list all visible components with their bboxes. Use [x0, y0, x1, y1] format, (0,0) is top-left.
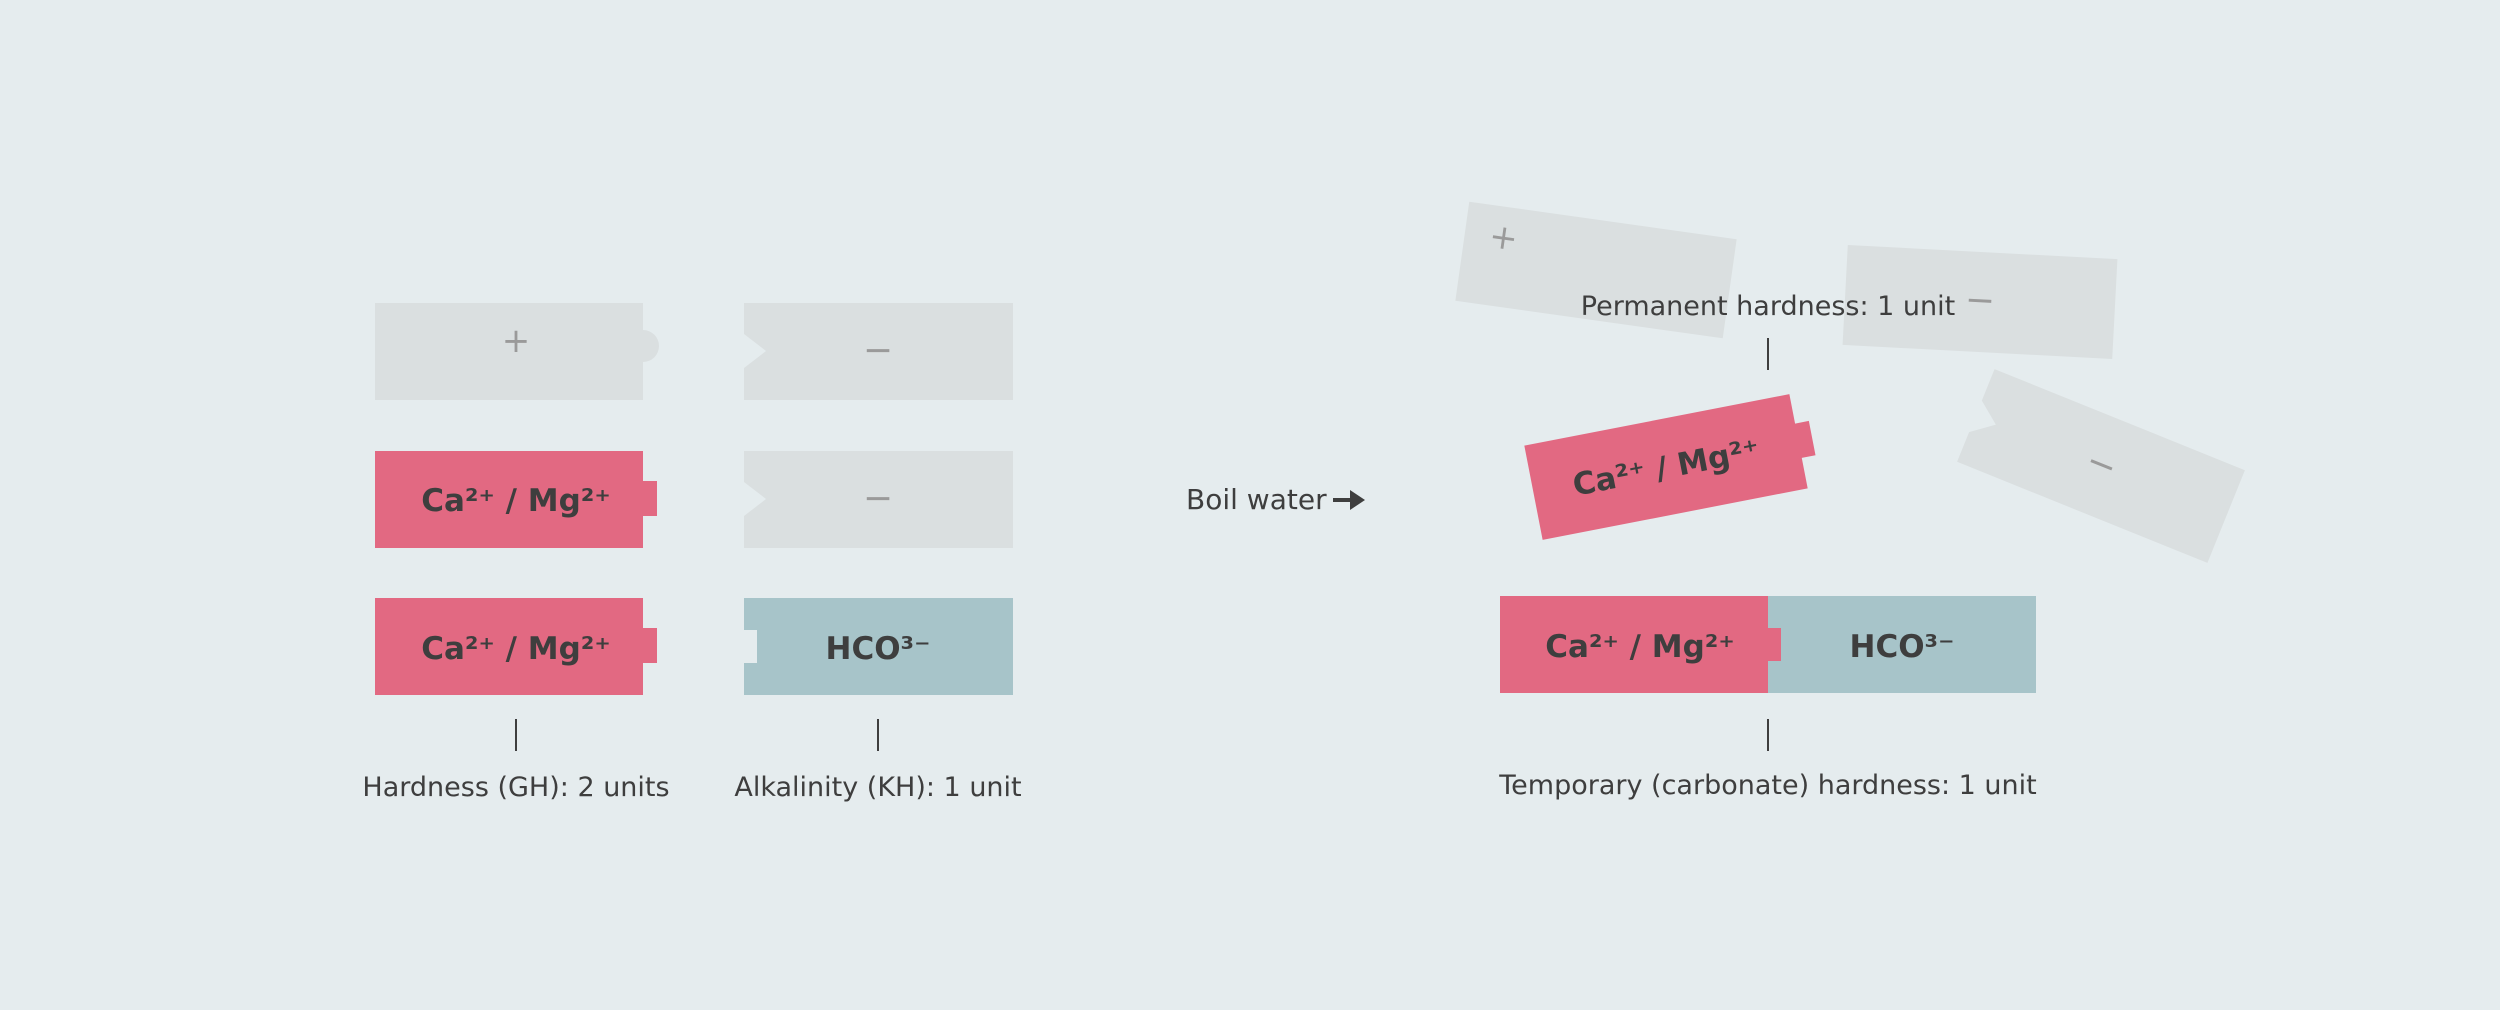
temporary-leader-line: [1767, 719, 1769, 751]
right-empty-minus-block-1: −: [1842, 245, 2118, 359]
right-arrow-icon: [1333, 490, 1365, 510]
plus-sign: +: [1487, 216, 1521, 260]
temporary-caption: Temporary (carbonate) hardness: 1 unit: [1499, 770, 2037, 801]
minus-sign: −: [863, 330, 893, 371]
left-empty-plus-block: +: [375, 303, 659, 400]
left-cation-block-2: Ca²⁺ / Mg²⁺: [375, 598, 657, 695]
left-anion-block: HCO³⁻: [744, 598, 1013, 695]
minus-sign: −: [863, 478, 893, 519]
left-cation-block-1: Ca²⁺ / Mg²⁺: [375, 451, 657, 548]
boil-water-label: Boil water: [1186, 483, 1327, 516]
right-paired-cation-block: Ca²⁺ / Mg²⁺: [1500, 596, 1768, 693]
anion-label: HCO³⁻: [1850, 629, 1955, 665]
minus-sign: −: [1964, 279, 1996, 322]
anion-label: HCO³⁻: [826, 631, 931, 667]
right-empty-plus-block: +: [1455, 201, 1737, 339]
cation-label: Ca²⁺ / Mg²⁺: [1545, 629, 1735, 665]
cation-label: Ca²⁺ / Mg²⁺: [421, 483, 611, 519]
right-paired-anion-block: HCO³⁻: [1768, 596, 2036, 693]
hardness-leader-line: [515, 719, 517, 751]
permanent-caption: Permanent hardness: 1 unit: [1580, 291, 1956, 322]
left-empty-minus-block-1: −: [744, 303, 1013, 400]
alkalinity-caption: Alkalinity (KH): 1 unit: [734, 772, 1022, 803]
right-freed-cation-block: Ca²⁺ / Mg²⁺: [1524, 394, 1816, 540]
plus-sign: +: [502, 321, 531, 361]
hardness-caption: Hardness (GH): 2 units: [362, 772, 670, 803]
cation-label: Ca²⁺ / Mg²⁺: [421, 631, 611, 667]
left-empty-minus-block-2: −: [744, 451, 1013, 548]
alkalinity-leader-line: [877, 719, 879, 751]
right-empty-minus-block-2: −: [1957, 369, 2245, 563]
permanent-leader-line: [1767, 338, 1769, 370]
